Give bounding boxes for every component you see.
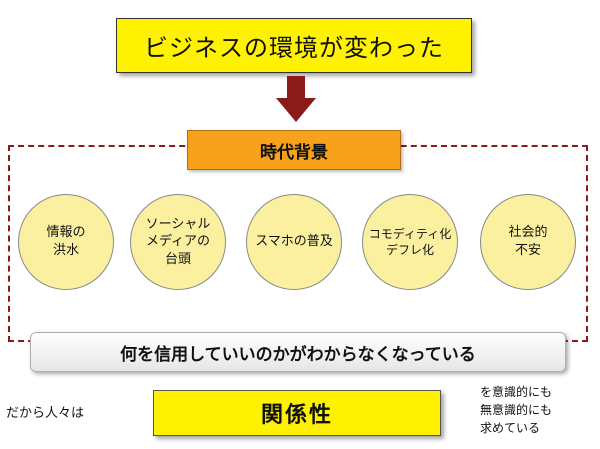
right-note: を意識的にも 無意識的にも 求めている bbox=[480, 385, 553, 435]
factor-label: 情報の 洪水 bbox=[46, 225, 86, 258]
background-label-box: 時代背景 bbox=[187, 130, 401, 170]
result-text: 何を信用していいのかがわからなくなっている bbox=[120, 344, 476, 365]
factor-circle-info-flood: 情報の 洪水 bbox=[18, 194, 114, 290]
factor-label: ソーシャル メディアの 台頭 bbox=[145, 216, 211, 267]
factor-circle-smartphone: スマホの普及 bbox=[246, 194, 342, 290]
factor-circle-social-anxiety: 社会的 不安 bbox=[480, 194, 576, 290]
factor-label: コモディティ化 デフレ化 bbox=[368, 226, 452, 257]
key-word-text: 関係性 bbox=[260, 403, 333, 428]
factor-label: スマホの普及 bbox=[255, 234, 333, 250]
result-box: 何を信用していいのかがわからなくなっている bbox=[30, 332, 566, 372]
factor-circle-commoditization: コモディティ化 デフレ化 bbox=[362, 194, 458, 290]
factor-label: 社会的 不安 bbox=[508, 225, 548, 258]
title-text: ビジネスの環境が変わった bbox=[144, 34, 444, 62]
left-note: だから人々は bbox=[6, 406, 85, 421]
down-arrow-icon bbox=[276, 76, 316, 122]
title-box: ビジネスの環境が変わった bbox=[116, 18, 472, 73]
key-word-box: 関係性 bbox=[153, 390, 441, 436]
background-label: 時代背景 bbox=[260, 142, 328, 163]
factor-circle-social-media: ソーシャル メディアの 台頭 bbox=[130, 194, 226, 290]
